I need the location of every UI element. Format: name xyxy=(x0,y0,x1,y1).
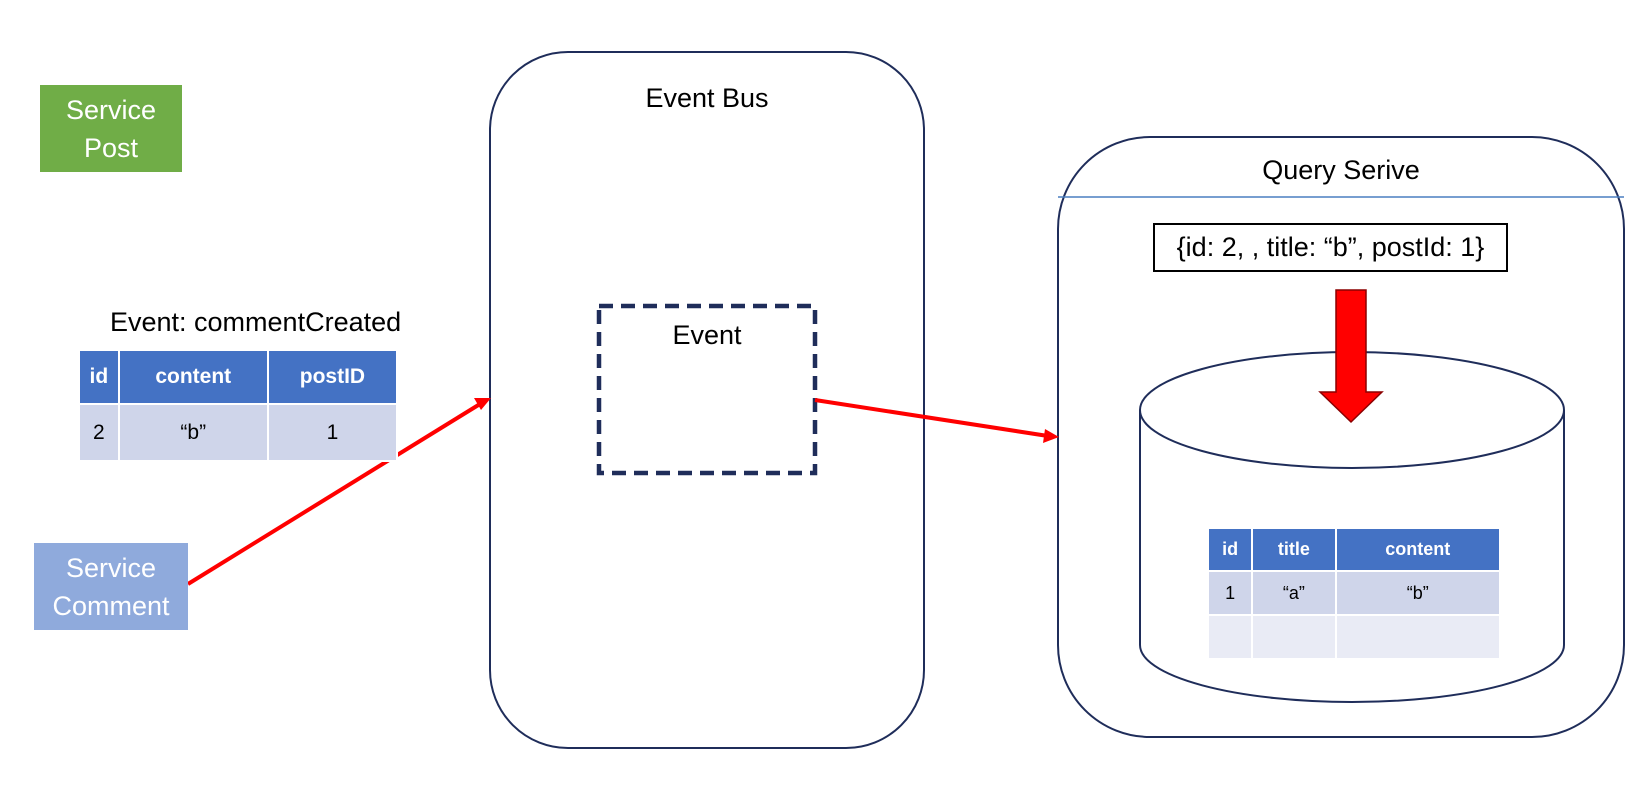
event-header-id: id xyxy=(78,349,120,405)
event-header-content: content xyxy=(117,349,269,405)
event-table-header: id content postID xyxy=(78,349,399,405)
query-cell-id: 1 xyxy=(1206,570,1254,616)
event-label: Event xyxy=(672,320,742,350)
table-row xyxy=(1206,614,1502,660)
query-header-title: title xyxy=(1251,527,1337,572)
query-cell-empty xyxy=(1251,614,1337,660)
event-bus-title: Event Bus xyxy=(645,83,769,113)
table-row: 2 “b” 1 xyxy=(78,403,399,462)
service-comment-box: Service Comment xyxy=(34,543,188,630)
service-comment-line2: Comment xyxy=(52,590,170,621)
event-dashed-box xyxy=(596,303,818,476)
table-row: 1 “a” “b” xyxy=(1206,570,1502,616)
event-cell-postid: 1 xyxy=(266,403,399,462)
arrow-comment-to-bus xyxy=(186,398,491,586)
query-service-title: Query Serive xyxy=(1262,155,1420,185)
arrow-bus-to-query xyxy=(814,398,1059,443)
event-cell-content: “b” xyxy=(117,403,269,462)
service-post-box: Service Post xyxy=(40,85,182,172)
service-comment-line1: Service xyxy=(65,552,157,583)
query-header-content: content xyxy=(1334,527,1502,572)
service-post-line1: Service xyxy=(65,94,157,125)
query-cell-empty xyxy=(1334,614,1502,660)
event-title: Event: commentCreated xyxy=(110,307,402,337)
query-table-header: id title content xyxy=(1206,527,1502,572)
event-table: id content postID 2 “b” 1 xyxy=(78,349,399,462)
event-bus-container xyxy=(489,51,925,749)
event-cell-id: 2 xyxy=(78,403,120,462)
query-json-record: {id: 2, , title: “b”, postId: 1} xyxy=(1153,223,1508,272)
query-cell-content: “b” xyxy=(1334,570,1502,616)
query-table: id title content 1 “a” “b” xyxy=(1206,527,1502,660)
insert-down-arrow xyxy=(1318,289,1384,424)
service-post-line2: Post xyxy=(83,132,139,163)
query-cell-empty xyxy=(1206,614,1254,660)
query-header-id: id xyxy=(1206,527,1254,572)
event-header-postid: postID xyxy=(266,349,399,405)
query-cell-title: “a” xyxy=(1251,570,1337,616)
